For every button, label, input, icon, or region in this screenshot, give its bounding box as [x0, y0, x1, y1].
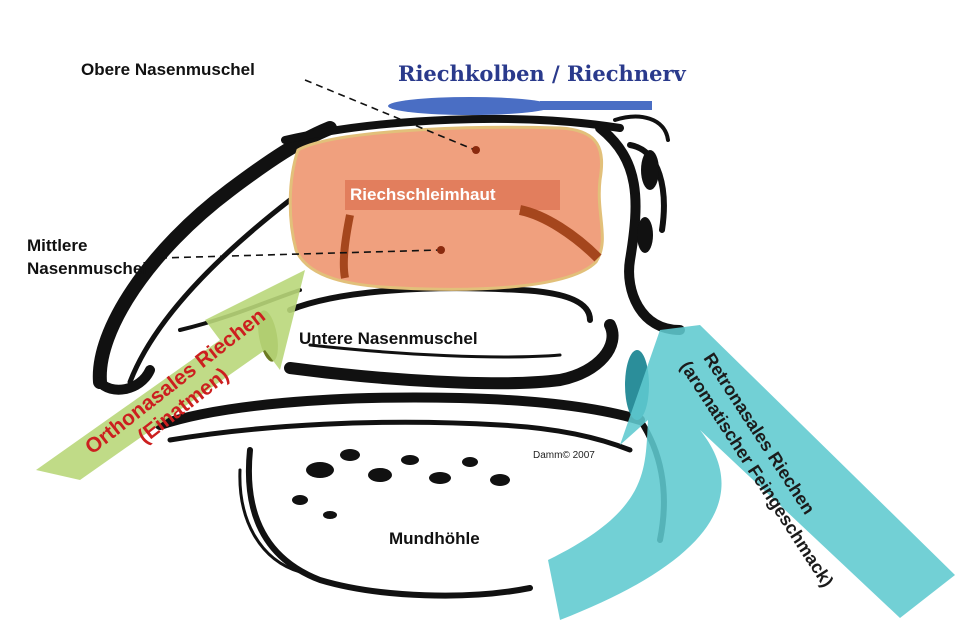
olfactory-mucosa-label: Riechschleimhaut: [350, 185, 496, 204]
oral-cavity-label: Mundhöhle: [389, 529, 480, 548]
middle-turbinate-label-line1: Mittlere: [27, 236, 87, 255]
middle-turbinate-label-line2: Nasenmuschel: [27, 259, 147, 278]
olfactory-bulb-label: Riechkolben / Riechnerv: [398, 61, 687, 86]
upper-turbinate-label: Obere Nasenmuschel: [81, 60, 255, 79]
credit-label: Damm© 2007: [533, 450, 595, 461]
olfactory-mucosa-region: [290, 127, 602, 289]
pointer-dot-upper: [472, 146, 480, 154]
pointer-dot-middle: [437, 246, 445, 254]
lower-turbinate-label: Untere Nasenmuschel: [299, 329, 478, 348]
